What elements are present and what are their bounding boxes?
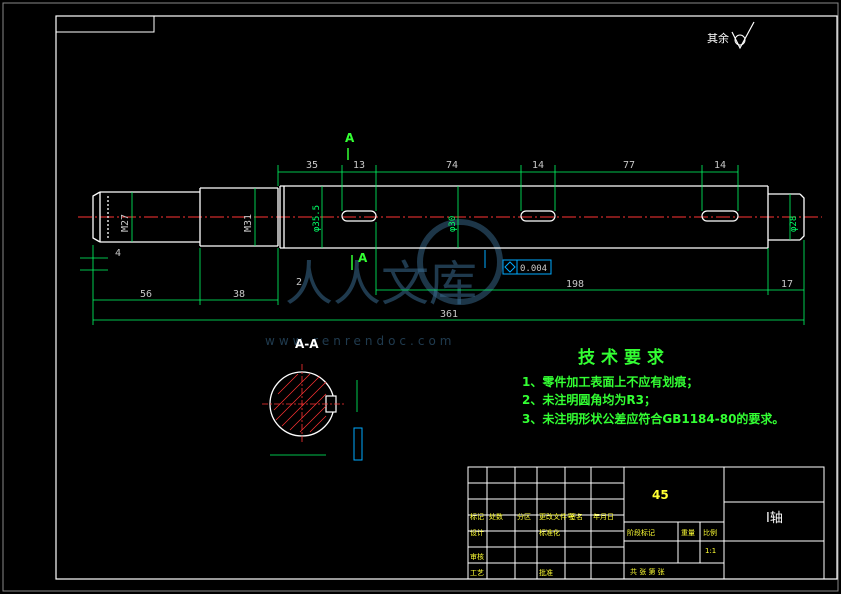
label-sheets: 共 张 第 张 xyxy=(630,567,665,576)
label-standardize: 标准化 xyxy=(539,528,560,537)
dimension-labels: 56 38 2 361 198 17 35 13 74 14 77 14 4 M… xyxy=(115,160,799,320)
requirement-1: 1、零件加工表面上不应有划痕； xyxy=(522,374,698,389)
requirements-heading: 技术要求 xyxy=(578,347,670,368)
label-review: 审核 xyxy=(470,552,484,561)
watermark-url: www.renrendoc.com xyxy=(265,334,455,348)
tolerance-value: 0.004 xyxy=(520,264,547,274)
dim-dia-c: φ28 xyxy=(789,216,799,232)
dim-35: 35 xyxy=(306,160,318,171)
dim-198: 198 xyxy=(566,279,584,290)
surface-note-text: 其余 xyxy=(707,31,729,45)
label-stage-mark: 阶段标记 xyxy=(627,528,655,537)
requirement-3: 3、未注明形状公差应符合GB1184-80的要求。 xyxy=(522,411,784,426)
tolerance-frame: 0.004 xyxy=(484,250,552,275)
scale-value: 1:1 xyxy=(705,547,716,555)
label-process: 工艺 xyxy=(470,569,484,577)
surface-finish-note: 其余 xyxy=(707,21,755,50)
dim-14-a: 14 xyxy=(532,160,544,171)
dim-dia-b: φ30 xyxy=(448,216,458,232)
keyways xyxy=(341,210,739,222)
dim-thread-m27: M27 xyxy=(120,214,131,232)
dimension-lines xyxy=(80,165,805,325)
section-marks: A A xyxy=(345,131,368,270)
dim-m31: M31 xyxy=(243,214,254,232)
dim-74: 74 xyxy=(446,160,458,171)
label-count: 处数 xyxy=(489,512,503,521)
label-mark: 标记 xyxy=(470,512,484,521)
label-approve: 批准 xyxy=(539,568,553,577)
section-mark-top: A xyxy=(345,131,355,145)
section-view-label: A-A xyxy=(295,337,319,351)
code-box xyxy=(55,15,155,33)
dim-dia-a: φ35.5 xyxy=(312,205,322,232)
dim-14-b: 14 xyxy=(714,160,726,171)
label-change-no: 更改文件号 xyxy=(539,512,574,521)
dim-13: 13 xyxy=(353,160,365,171)
dim-56: 56 xyxy=(140,289,152,300)
label-signature: 签名 xyxy=(569,512,583,521)
label-scale: 比例 xyxy=(703,528,717,537)
label-zone: 分区 xyxy=(517,512,531,521)
watermark: 人人文库 www.renrendoc.com xyxy=(265,219,503,348)
section-view-a-a: A-A xyxy=(262,337,363,461)
watermark-logo-text: 人人文库 xyxy=(285,256,477,312)
dim-38: 38 xyxy=(233,289,245,300)
title-block-grid xyxy=(467,466,825,580)
dim-361: 361 xyxy=(440,309,458,320)
label-weight: 重量 xyxy=(681,529,695,537)
dim-77: 77 xyxy=(623,160,635,171)
dim-2: 2 xyxy=(296,277,302,288)
dim-17: 17 xyxy=(781,279,793,290)
requirement-2: 2、未注明圆角均为R3； xyxy=(522,392,656,407)
part-name: I轴 xyxy=(766,511,783,526)
label-date: 年月日 xyxy=(593,512,614,521)
technical-requirements: 技术要求 1、零件加工表面上不应有划痕； 2、未注明圆角均为R3； 3、未注明形… xyxy=(522,347,784,426)
shaft-outline xyxy=(92,185,805,249)
dim-4: 4 xyxy=(115,248,121,259)
section-mark-bottom: A xyxy=(358,251,368,265)
inner-border xyxy=(55,15,838,580)
label-design: 设计 xyxy=(470,528,484,537)
material-value: 45 xyxy=(652,488,669,502)
title-block-text: 45 I轴 标记 处数 分区 更改文件号 签名 年月日 设计 标准化 审核 工艺… xyxy=(470,488,783,577)
